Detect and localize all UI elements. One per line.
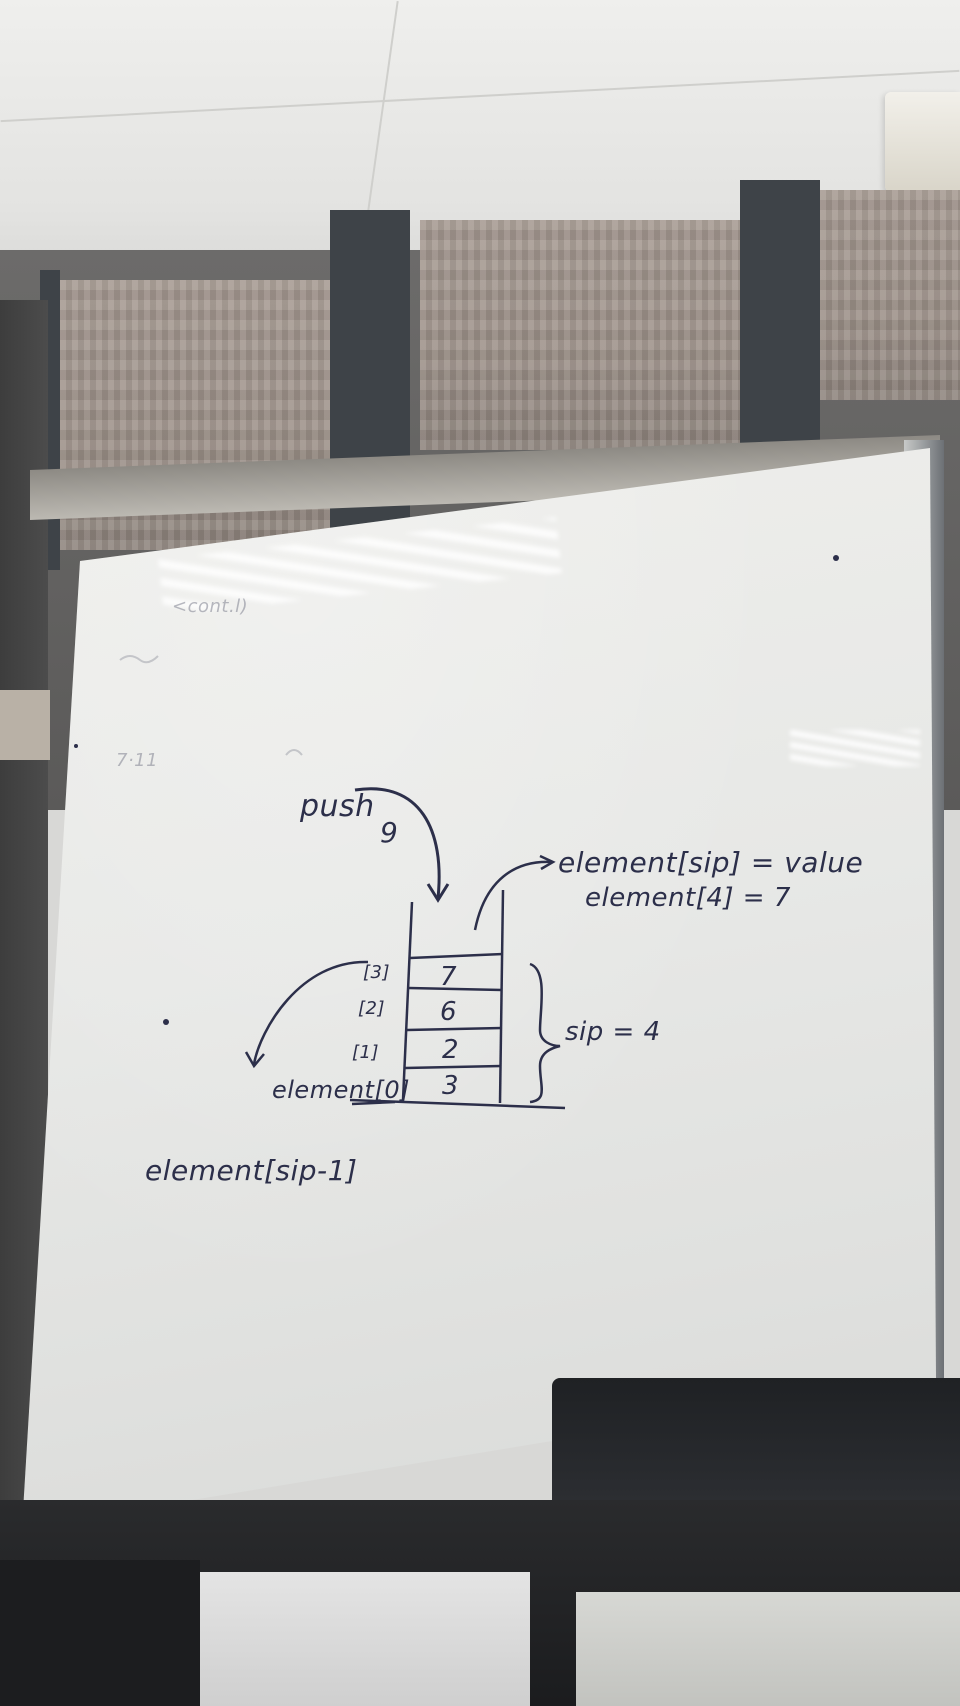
faint-scribble — [119, 655, 159, 664]
monitor-screen — [0, 1560, 200, 1706]
assign-arrow — [473, 860, 553, 931]
push-label: push — [299, 789, 375, 824]
stack-cell-value: 2 — [442, 1035, 459, 1065]
push-value: 9 — [380, 816, 398, 849]
arrowhead-icon — [426, 883, 450, 903]
element-label: element[0] — [272, 1076, 410, 1104]
assign-line-2: element[4] = 7 — [585, 883, 791, 913]
ceiling-sensor — [885, 92, 960, 192]
index-arrow — [252, 960, 369, 1065]
stack-index-label: [3] — [363, 962, 390, 983]
element-underline — [351, 1100, 396, 1106]
stack-divider — [404, 1064, 502, 1070]
stack-index-label: [2] — [358, 998, 385, 1019]
window-frame — [740, 180, 820, 480]
faint-note: 7·11 — [116, 750, 158, 771]
light-glare — [790, 730, 920, 766]
stack-left-wall — [401, 901, 414, 1101]
stack-cell-value: 3 — [442, 1071, 459, 1101]
stack-index-label: [1] — [352, 1042, 379, 1063]
push-arrow — [354, 787, 441, 899]
assign-line-1: element[sip] = value — [558, 846, 863, 879]
shelf — [0, 690, 50, 760]
stack-divider — [408, 986, 503, 992]
monitor-screen — [200, 1572, 530, 1706]
stack-divider — [406, 1026, 503, 1032]
ink-dot — [163, 1019, 169, 1025]
stack-cell-value: 6 — [440, 997, 457, 1027]
whiteboard — [22, 448, 936, 1528]
arrowhead-icon — [539, 854, 556, 871]
window-blind — [420, 220, 740, 450]
arrowhead-icon — [244, 1051, 265, 1069]
ink-dot — [74, 744, 78, 748]
ink-dot — [833, 555, 839, 561]
bottom-expression: element[sip-1] — [145, 1154, 357, 1187]
size-brace — [529, 962, 561, 1104]
stack-right-wall — [498, 889, 505, 1104]
stack-cell-value: 7 — [440, 962, 457, 992]
window-blind — [820, 190, 960, 400]
faint-note: <cont.l) — [172, 596, 248, 617]
size-label: sip = 4 — [565, 1017, 661, 1047]
faint-scribble — [285, 749, 303, 756]
monitor-screen — [576, 1592, 960, 1706]
stack-diagram — [244, 889, 566, 1110]
stack-divider — [409, 952, 504, 960]
